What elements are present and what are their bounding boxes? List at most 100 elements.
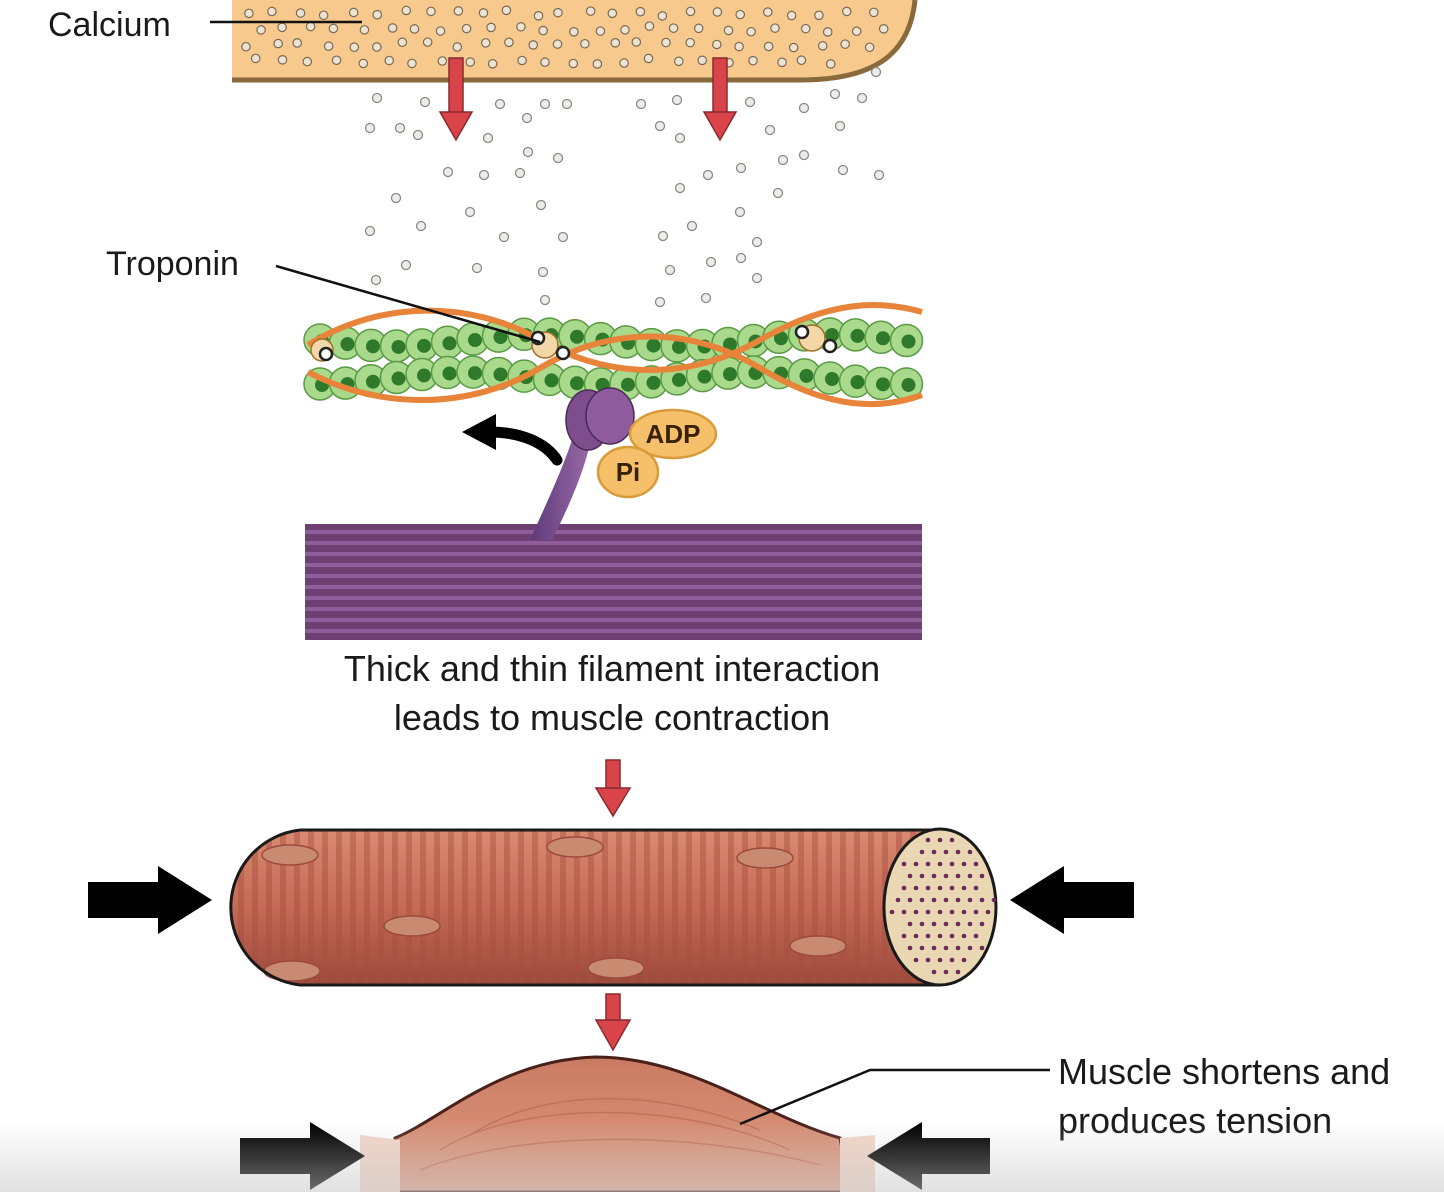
myofibril-dot — [979, 873, 985, 879]
calcium-ion — [453, 6, 464, 16]
calcium-ion — [384, 55, 395, 66]
myofibril-dot — [973, 885, 979, 891]
calcium-ion — [305, 21, 316, 32]
interaction-caption-line-2: leads to muscle contraction — [394, 697, 830, 738]
myofibril-dot — [931, 921, 937, 927]
calcium-ion — [829, 88, 841, 100]
calcium-label: Calcium — [48, 6, 171, 44]
actin-binding-site — [493, 330, 508, 345]
calcium-ion — [504, 37, 514, 48]
calcium-ion — [635, 6, 646, 17]
actin-binding-site — [442, 336, 457, 351]
myofibril-dot — [913, 957, 919, 963]
calcium-ion — [277, 55, 288, 65]
thick-filament-strands — [305, 530, 922, 633]
calcium-ion — [494, 98, 506, 110]
calcium-label-group: Calcium — [48, 6, 362, 44]
myofibril-dot — [901, 885, 907, 891]
calcium-ion — [267, 6, 277, 17]
calcium-ion — [686, 220, 698, 232]
calcium-ion — [712, 7, 723, 17]
calcium-ion — [387, 23, 398, 33]
actin-binding-site — [850, 375, 865, 390]
troponin-label: Troponin — [106, 245, 239, 283]
troponin-label-group: Troponin — [106, 245, 541, 344]
calcium-ion — [592, 59, 603, 69]
calcium-ion — [528, 40, 539, 50]
myofibril-dot — [931, 969, 937, 975]
myofibril-dot — [901, 861, 907, 867]
actin-binding-site — [646, 375, 661, 390]
actin-binding-site — [876, 377, 890, 392]
actin-binding-site — [646, 338, 661, 353]
calcium-ion — [619, 58, 629, 68]
calcium-ion — [461, 23, 472, 34]
actin-binding-site — [901, 377, 916, 392]
calcium-ion — [318, 10, 329, 21]
free-calcium-ions — [364, 66, 885, 308]
compression-arrow-left-lower — [240, 1122, 365, 1190]
calcium-ion — [580, 38, 590, 49]
myofibril-dot — [925, 933, 931, 939]
calcium-ion — [878, 24, 889, 34]
actin-binding-site — [544, 373, 559, 388]
calcium-ion — [435, 26, 446, 36]
myofibril-dot — [961, 861, 967, 867]
myofibril-dot — [985, 909, 991, 915]
calcium-ion — [552, 39, 563, 49]
myofibril-dot — [937, 933, 943, 939]
compression-arrow-right-lower — [867, 1122, 990, 1190]
calcium-ion — [764, 124, 776, 136]
actin-binding-site — [366, 339, 380, 354]
calcium-ion — [273, 38, 283, 49]
calcium-ion — [442, 166, 454, 178]
myofibril-dot — [967, 921, 973, 927]
myofibril-dot — [955, 897, 961, 903]
calcium-ion — [746, 26, 756, 37]
myofibril-dot — [991, 897, 997, 903]
thick-filament-strand — [305, 607, 922, 611]
myofibril-dot — [943, 969, 949, 975]
calcium-ion — [407, 58, 417, 69]
myofibril-dot — [955, 849, 961, 855]
calcium-ion — [834, 120, 846, 132]
calcium-ion — [415, 220, 427, 232]
calcium-ion — [788, 42, 799, 53]
actin-binding-site — [366, 374, 380, 389]
myofibril-dot — [973, 861, 979, 867]
calcium-ion — [569, 27, 579, 37]
myofibril-dot — [931, 945, 937, 951]
calcium-ion — [735, 162, 747, 174]
calcium-ion — [328, 23, 339, 34]
actin-binding-site — [391, 371, 406, 386]
myofibril-dot — [967, 945, 973, 951]
myofibril-dot — [925, 957, 931, 963]
calcium-ion — [841, 6, 852, 17]
myofibril-dot — [913, 933, 919, 939]
adp-label: ADP — [646, 419, 701, 449]
myofibril-dot — [949, 837, 955, 843]
calcium-ion — [486, 22, 496, 33]
thick-filament-strand — [305, 541, 922, 545]
myofibril-dot — [955, 969, 961, 975]
actin-binding-site — [417, 338, 431, 353]
calcium-ion — [538, 25, 548, 36]
myofibril-dot — [937, 885, 943, 891]
calcium-ion — [539, 294, 551, 306]
calcium-ion — [673, 56, 684, 67]
myofibril-dot — [907, 873, 913, 879]
myofibril-dot — [919, 873, 925, 879]
calcium-ion — [798, 102, 810, 114]
actin-binding-site — [672, 339, 686, 354]
myofibril-dot — [943, 897, 949, 903]
myofibril-dot — [931, 849, 937, 855]
calcium-ion — [256, 25, 266, 35]
power-stroke-arrow — [462, 414, 563, 466]
calcium-ion — [568, 58, 579, 69]
myofibril-dot — [961, 933, 967, 939]
pi-label: Pi — [616, 457, 641, 487]
calcium-ion — [869, 7, 879, 18]
calcium-ion — [800, 23, 811, 34]
myofibril-dot — [943, 849, 949, 855]
